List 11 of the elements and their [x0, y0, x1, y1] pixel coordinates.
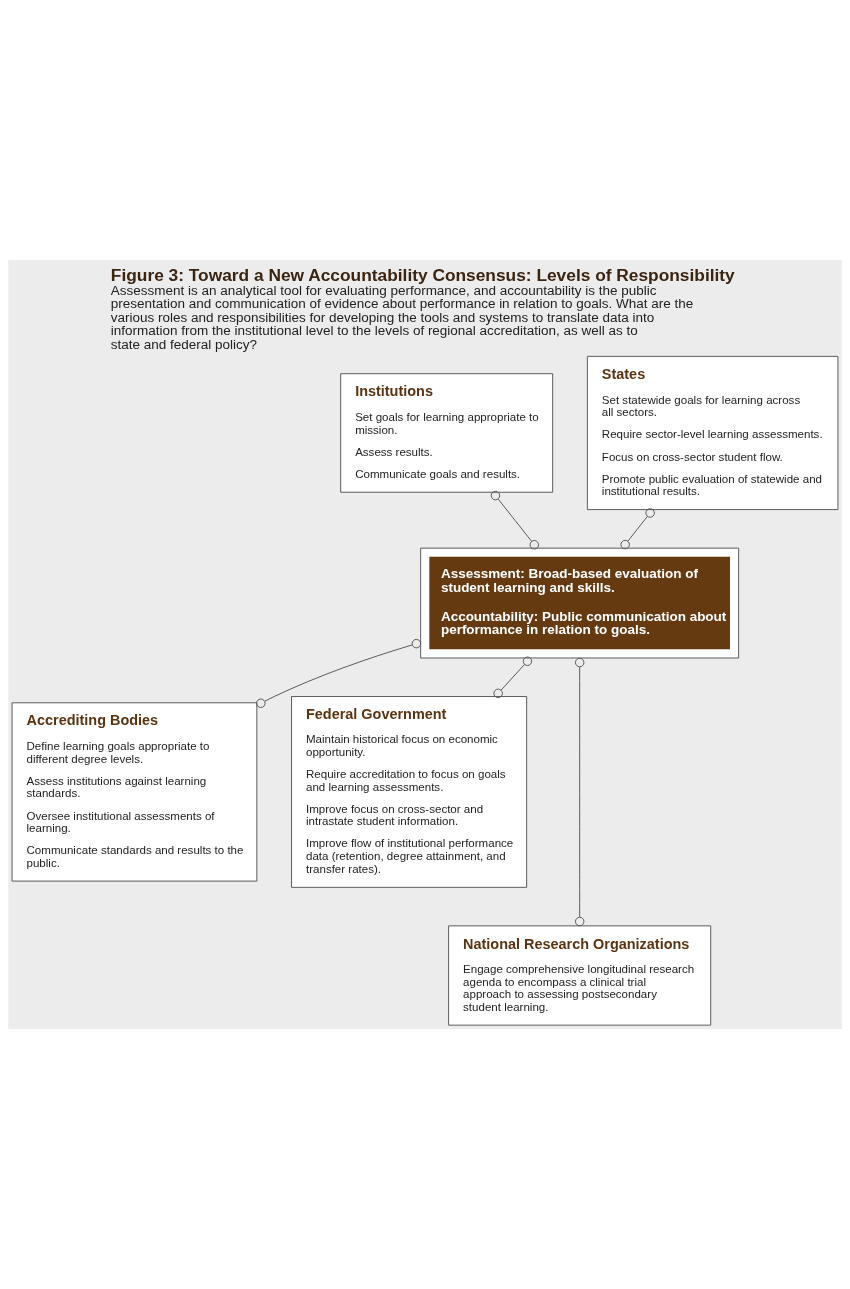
node-box: National Research Organizations Engage comprehensive longitudinal research agenda to encompass a clinical trial approach to assessing postsecondary student learning.: [448, 925, 712, 1026]
node-box: Institutions Set goals for learning appropriate to mission. Assess results. Communicate goals and results.: [340, 373, 554, 493]
node-box: Federal Government Maintain historical focus on economic opportunity. Require accreditation to focus on goals and learning assessments. Improve focus on cross-sector and intrastate student information. Improve flow of institutional performance data (retention, degree attainment, and transfer rates).: [291, 696, 528, 888]
connector: [620, 508, 655, 550]
connector: [256, 638, 422, 708]
node-box: States Set statewide goals for learning across all sectors. Require sector-level learning assessments. Focus on cross-sector student flow. Promote public evaluation of statewide and institutional results.: [586, 355, 839, 511]
node-box: Accrediting Bodies Define learning goals appropriate to different degree levels. Assess institutions against learning standards. Oversee institutional assessments of learning. Communicate standards and results to the public.: [11, 702, 258, 882]
connector: [574, 657, 585, 927]
connector: [490, 490, 540, 550]
diagram-title: Figure 3: Toward a New Accountability Consensus: Levels of Responsibility: [110, 264, 735, 285]
connector: [493, 656, 533, 699]
